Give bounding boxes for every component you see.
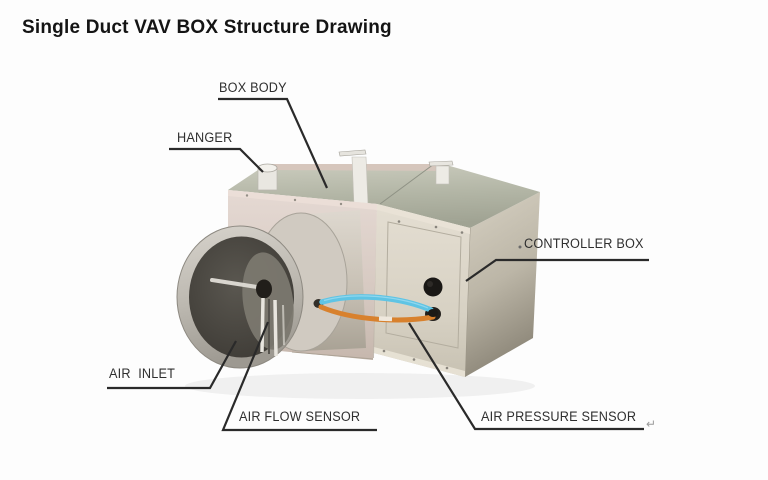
box-side-face	[465, 192, 540, 377]
hanger-bracket-right	[428, 160, 454, 185]
air-pressure-sensor-tube-orange	[318, 304, 436, 323]
page-title: Single Duct VAV BOX Structure Drawing	[22, 17, 392, 38]
controller-box-face	[370, 204, 470, 377]
controller-bottom-flange	[370, 346, 465, 377]
leader-air-inlet	[107, 340, 237, 390]
box-body-top-flange	[228, 190, 377, 210]
label-air-inlet: AIR INLET	[109, 366, 176, 381]
controller-knob	[423, 277, 443, 297]
screw-dots	[245, 194, 343, 206]
label-air-pressure-sensor: AIR PRESSURE SENSOR	[481, 409, 637, 424]
leader-box-body	[218, 97, 329, 189]
label-controller-box: CONTROLLER BOX	[524, 236, 644, 251]
leader-air-flow-sensor	[221, 321, 377, 432]
controller-top-flange	[377, 204, 470, 234]
leader-controller-box	[465, 258, 649, 282]
screw-dots	[382, 220, 464, 370]
air-flow-sensor-tube-blue	[319, 294, 434, 313]
box-top-seam	[379, 163, 435, 205]
damper-shaft	[210, 278, 259, 289]
hanger-bracket-left	[257, 163, 278, 191]
label-air-flow-sensor: AIR FLOW SENSOR	[239, 409, 361, 424]
air-flow-sensor-bars	[260, 297, 285, 357]
ground-shadow	[185, 373, 535, 399]
tube-orange-white-band	[378, 316, 393, 322]
damper-hub	[256, 279, 272, 299]
tube-blue-highlight	[323, 295, 429, 309]
stray-dot	[518, 245, 522, 249]
leader-air-pressure-sensor	[408, 322, 644, 431]
label-box-body: BOX BODY	[219, 80, 287, 95]
box-body-bottom-edge	[291, 351, 374, 360]
controller-knob-highlight	[427, 281, 433, 287]
leader-hanger	[169, 147, 264, 173]
port-cap	[428, 309, 438, 317]
box-top-face	[228, 164, 540, 228]
damper-assembly	[210, 252, 294, 357]
label-hanger: HANGER	[177, 130, 233, 145]
return-mark: ↵	[646, 417, 657, 431]
leader-lines	[107, 97, 649, 432]
hanger-bracket-middle	[338, 149, 369, 206]
